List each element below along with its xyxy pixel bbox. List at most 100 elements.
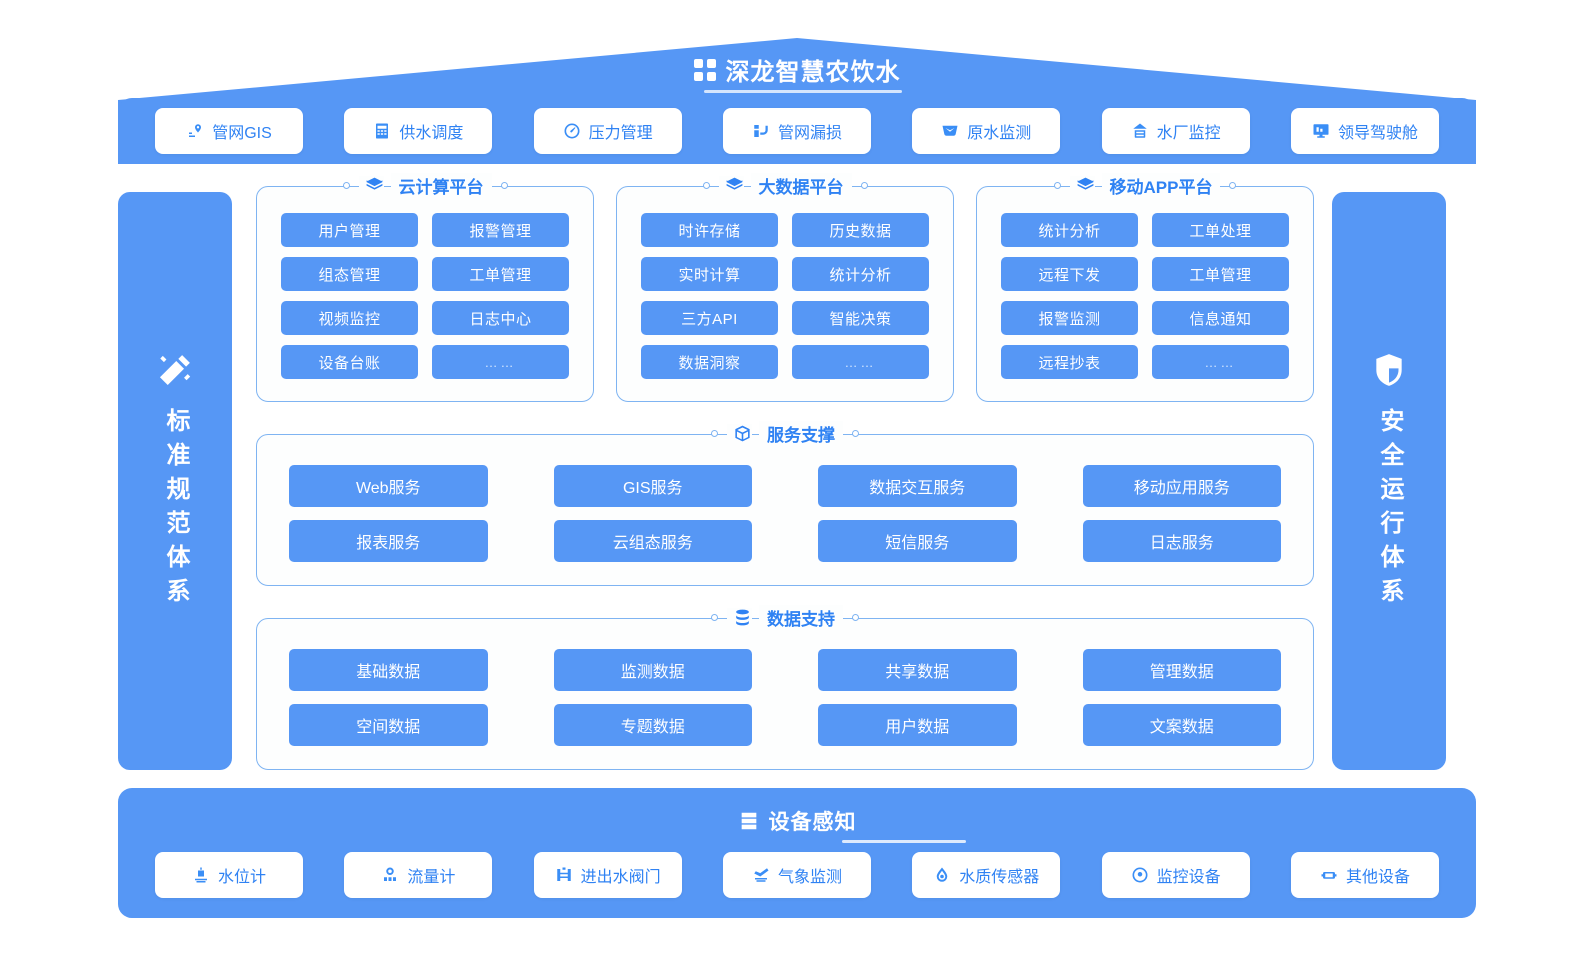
platform-cell[interactable]: 日志中心 bbox=[432, 301, 569, 335]
platform-cell[interactable]: 时许存储 bbox=[641, 213, 778, 247]
panel-title: 大数据平台 bbox=[617, 173, 953, 198]
service-cell[interactable]: 云组态服务 bbox=[553, 520, 752, 562]
footer-panel: 设备感知 水位计 流量计 进出水阀门 气象监测 水质传感器 bbox=[118, 788, 1476, 918]
footer-item-water-level-meter[interactable]: 水位计 bbox=[155, 852, 303, 898]
device-plug-icon bbox=[1320, 866, 1338, 884]
footer-label: 水位计 bbox=[217, 869, 266, 886]
service-cell[interactable]: 短信服务 bbox=[818, 520, 1017, 562]
platform-cell[interactable]: 三方API bbox=[641, 301, 778, 335]
service-cell[interactable]: 数据交互服务 bbox=[818, 465, 1017, 507]
left-pillar-label: 标准规范体系 bbox=[162, 407, 189, 612]
data-cell[interactable]: 文案数据 bbox=[1082, 704, 1281, 746]
water-level-meter-icon bbox=[192, 866, 210, 884]
data-cell[interactable]: 用户数据 bbox=[818, 704, 1017, 746]
notch-left-icon bbox=[702, 182, 710, 189]
nav-item-plant-monitoring[interactable]: 水厂监控 bbox=[1101, 108, 1250, 154]
service-rows: Web服务 GIS服务 数据交互服务 移动应用服务 报表服务 云组态服务 短信服… bbox=[289, 465, 1281, 562]
footer-item-valve[interactable]: 进出水阀门 bbox=[533, 852, 682, 898]
page-title-text: 深龙智慧农饮水 bbox=[725, 59, 901, 86]
layers-icon bbox=[358, 176, 384, 195]
platform-cell[interactable]: 智能决策 bbox=[792, 301, 929, 335]
service-cell[interactable]: GIS服务 bbox=[553, 465, 752, 507]
notch-right-icon bbox=[860, 182, 868, 189]
service-cell[interactable]: 日志服务 bbox=[1082, 520, 1281, 562]
pipe-leak-icon bbox=[752, 122, 770, 140]
platform-cell[interactable]: 工单处理 bbox=[1152, 213, 1289, 247]
four-dot-grid-icon bbox=[693, 58, 716, 81]
platform-cell[interactable]: 工单管理 bbox=[1152, 257, 1289, 291]
flow-meter-icon bbox=[381, 866, 399, 884]
server-stack-icon bbox=[741, 812, 756, 830]
platform-cell-more[interactable]: …… bbox=[1152, 345, 1289, 379]
platform-cell[interactable]: 工单管理 bbox=[432, 257, 569, 291]
service-cell[interactable]: Web服务 bbox=[289, 465, 488, 507]
nav-item-pipe-gis[interactable]: 管网GIS bbox=[155, 108, 303, 154]
footer-title-underline bbox=[842, 840, 966, 843]
data-cell[interactable]: 基础数据 bbox=[289, 649, 488, 691]
panel-title: 数据支持 bbox=[257, 605, 1313, 630]
ruler-pencil-icon bbox=[156, 351, 194, 394]
footer-nav: 水位计 流量计 进出水阀门 气象监测 水质传感器 监控设备 bbox=[118, 852, 1476, 898]
platform-cell[interactable]: 历史数据 bbox=[792, 213, 929, 247]
platform-cell[interactable]: 远程抄表 bbox=[1001, 345, 1138, 379]
left-pillar: 标准规范体系 bbox=[118, 192, 232, 770]
footer-item-other-device[interactable]: 其他设备 bbox=[1290, 852, 1439, 898]
platform-cell[interactable]: 用户管理 bbox=[281, 213, 418, 247]
platform-cells: 时许存储 历史数据 实时计算 统计分析 三方API 智能决策 数据洞察 …… bbox=[641, 213, 929, 379]
footer-item-weather-monitoring[interactable]: 气象监测 bbox=[722, 852, 871, 898]
layers-icon bbox=[718, 176, 744, 195]
platform-cell-more[interactable]: …… bbox=[792, 345, 929, 379]
platform-cell[interactable]: 报警监测 bbox=[1001, 301, 1138, 335]
footer-item-monitoring-device[interactable]: 监控设备 bbox=[1101, 852, 1250, 898]
title-underline bbox=[704, 90, 902, 93]
platform-cell[interactable]: 组态管理 bbox=[281, 257, 418, 291]
panel-cloud-platform: 云计算平台 用户管理 报警管理 组态管理 工单管理 视频监控 日志中心 设备台账… bbox=[256, 173, 594, 402]
platform-cell-more[interactable]: …… bbox=[432, 345, 569, 379]
panel-title-text: 大数据平台 bbox=[750, 173, 852, 198]
platform-cell[interactable]: 设备台账 bbox=[281, 345, 418, 379]
footer-item-water-quality-sensor[interactable]: 水质传感器 bbox=[912, 852, 1061, 898]
panel-service-support: 服务支撑 Web服务 GIS服务 数据交互服务 移动应用服务 报表服务 云组态服… bbox=[256, 421, 1314, 586]
service-cell[interactable]: 移动应用服务 bbox=[1082, 465, 1281, 507]
platform-cell[interactable]: 报警管理 bbox=[432, 213, 569, 247]
notch-right-icon bbox=[852, 430, 859, 437]
nav-item-pipe-leakage[interactable]: 管网漏损 bbox=[722, 108, 871, 154]
footer-item-flow-meter[interactable]: 流量计 bbox=[344, 852, 493, 898]
weather-icon bbox=[752, 866, 770, 884]
platform-cell[interactable]: 远程下发 bbox=[1001, 257, 1138, 291]
platform-cell[interactable]: 信息通知 bbox=[1152, 301, 1289, 335]
data-cell[interactable]: 管理数据 bbox=[1082, 649, 1281, 691]
nav-item-water-dispatch[interactable]: 供水调度 bbox=[344, 108, 493, 154]
data-row-2: 空间数据 专题数据 用户数据 文案数据 bbox=[289, 704, 1281, 746]
footer-title: 设备感知 bbox=[118, 806, 1476, 836]
platform-cell[interactable]: 数据洞察 bbox=[641, 345, 778, 379]
data-cell[interactable]: 共享数据 bbox=[818, 649, 1017, 691]
data-cell[interactable]: 监测数据 bbox=[553, 649, 752, 691]
service-row-2: 报表服务 云组态服务 短信服务 日志服务 bbox=[289, 520, 1281, 562]
nav-label: 管网漏损 bbox=[777, 125, 842, 142]
panel-title: 移动APP平台 bbox=[977, 173, 1313, 198]
nav-item-leadership-cockpit[interactable]: 领导驾驶舱 bbox=[1290, 108, 1439, 154]
service-cell[interactable]: 报表服务 bbox=[289, 520, 488, 562]
platform-cell[interactable]: 视频监控 bbox=[281, 301, 418, 335]
right-pillar: 安全运行体系 bbox=[1332, 192, 1446, 770]
data-cell[interactable]: 专题数据 bbox=[553, 704, 752, 746]
shield-icon bbox=[1370, 351, 1408, 394]
platform-cell[interactable]: 统计分析 bbox=[792, 257, 929, 291]
data-rows: 基础数据 监测数据 共享数据 管理数据 空间数据 专题数据 用户数据 文案数据 bbox=[289, 649, 1281, 746]
nav-item-pressure-management[interactable]: 压力管理 bbox=[533, 108, 682, 154]
water-wave-icon bbox=[941, 122, 959, 140]
data-cell[interactable]: 空间数据 bbox=[289, 704, 488, 746]
nav-item-raw-water-monitoring[interactable]: 原水监测 bbox=[912, 108, 1061, 154]
platform-cell[interactable]: 实时计算 bbox=[641, 257, 778, 291]
nav-label: 管网GIS bbox=[212, 125, 272, 142]
page-title: 深龙智慧农饮水 bbox=[0, 52, 1594, 87]
notch-left-icon bbox=[342, 182, 350, 189]
nav-label: 原水监测 bbox=[967, 125, 1032, 142]
notch-right-icon bbox=[1229, 182, 1237, 189]
panel-title-text: 移动APP平台 bbox=[1101, 173, 1221, 198]
valve-icon bbox=[555, 866, 573, 884]
nav-label: 压力管理 bbox=[588, 125, 653, 142]
platform-cell[interactable]: 统计分析 bbox=[1001, 213, 1138, 247]
